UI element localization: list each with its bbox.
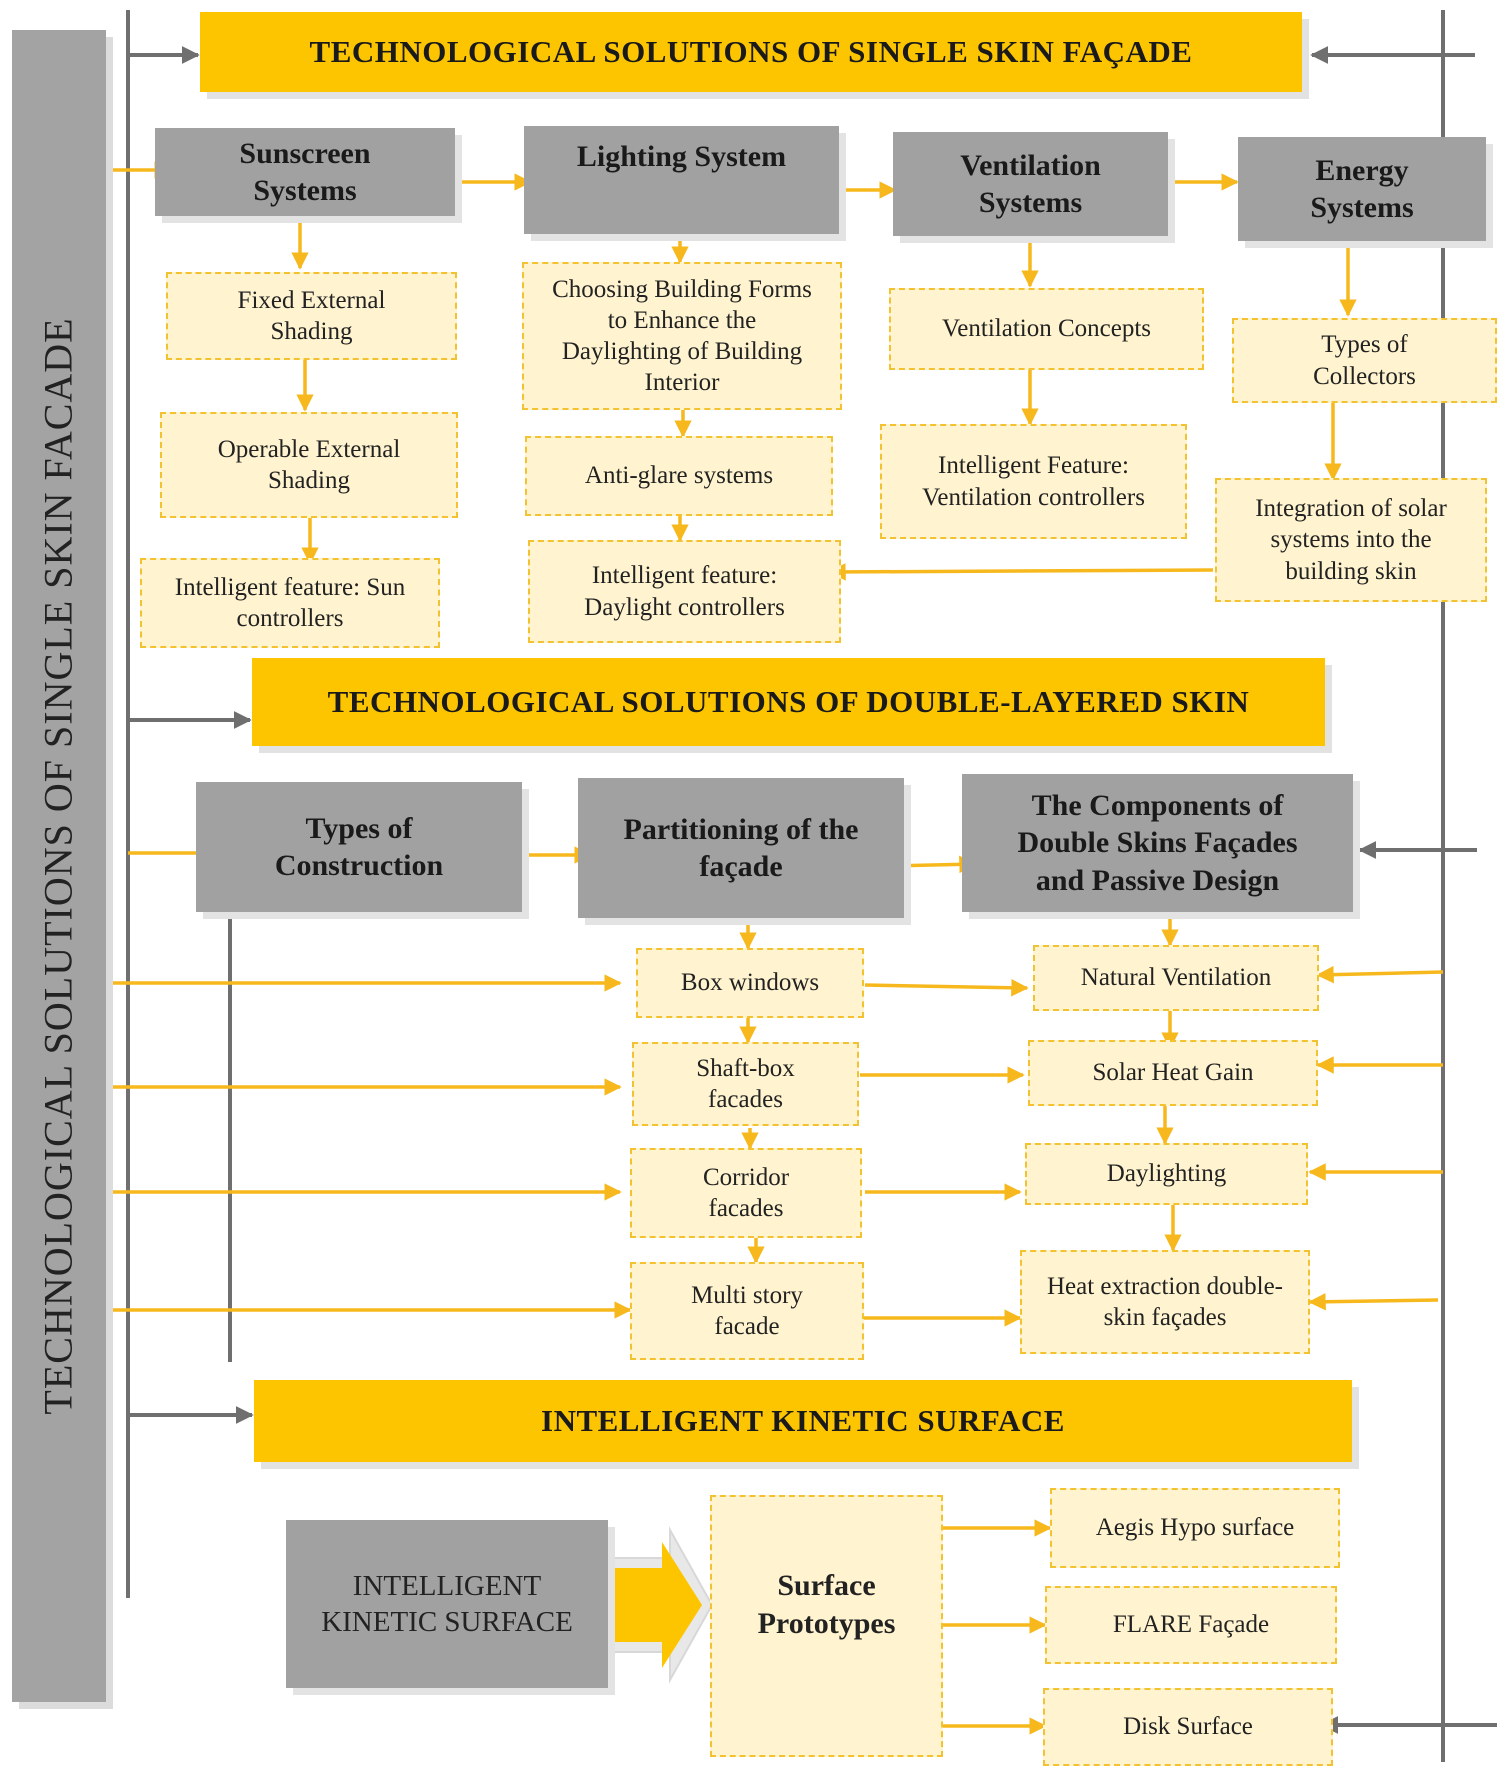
item-building-forms-daylighting: Choosing Building Forms to Enhance the D… xyxy=(522,262,842,410)
vertical-title-text: TECHNOLOGICAL SOLUTIONS OF SINGLE SKIN F… xyxy=(36,317,81,1415)
category-sunscreen-systems: Sunscreen Systems xyxy=(155,128,455,216)
item-aegis-hypo-surface: Aegis Hypo surface xyxy=(1050,1488,1340,1568)
item-multi-story-facade: Multi story facade xyxy=(630,1262,864,1360)
item-fixed-external-shading: Fixed External Shading xyxy=(166,272,457,360)
category-energy-systems: Energy Systems xyxy=(1238,137,1486,241)
item-operable-external-shading: Operable External Shading xyxy=(160,412,458,518)
item-types-of-collectors: Types of Collectors xyxy=(1232,318,1497,403)
kinetic-surface-source: INTELLIGENT KINETIC SURFACE xyxy=(286,1520,608,1688)
item-flare-facade: FLARE Façade xyxy=(1045,1586,1337,1664)
banner-double-skin: TECHNOLOGICAL SOLUTIONS OF DOUBLE-LAYERE… xyxy=(252,658,1325,746)
item-shaft-box-facades: Shaft-box facades xyxy=(632,1042,859,1126)
item-solar-integration: Integration of solar systems into the bu… xyxy=(1215,478,1487,602)
item-heat-extraction: Heat extraction double-skin façades xyxy=(1020,1250,1310,1354)
category-partitioning-facade: Partitioning of the façade xyxy=(578,778,904,918)
item-daylight-controllers: Intelligent feature: Daylight controller… xyxy=(528,540,841,643)
item-solar-heat-gain: Solar Heat Gain xyxy=(1028,1040,1318,1106)
item-box-windows: Box windows xyxy=(636,948,864,1018)
item-sun-controllers: Intelligent feature: Sun controllers xyxy=(140,558,440,648)
gray-arrows xyxy=(128,46,1497,1734)
category-double-skin-components: The Components of Double Skins Façades a… xyxy=(962,774,1353,912)
surface-prototypes: Surface Prototypes xyxy=(710,1495,943,1757)
item-disk-surface: Disk Surface xyxy=(1043,1688,1333,1766)
chevron-arrow-icon xyxy=(578,1526,714,1684)
item-daylighting: Daylighting xyxy=(1025,1143,1308,1205)
item-corridor-facades: Corridor facades xyxy=(630,1148,862,1238)
category-lighting-system: Lighting System xyxy=(524,126,839,234)
category-ventilation-systems: Ventilation Systems xyxy=(893,132,1168,236)
banner-kinetic-surface: INTELLIGENT KINETIC SURFACE xyxy=(254,1380,1352,1462)
item-anti-glare-systems: Anti-glare systems xyxy=(525,436,833,516)
banner-single-skin: TECHNOLOGICAL SOLUTIONS OF SINGLE SKIN F… xyxy=(200,12,1302,92)
item-natural-ventilation: Natural Ventilation xyxy=(1033,945,1319,1011)
item-ventilation-concepts: Ventilation Concepts xyxy=(889,288,1204,370)
item-ventilation-controllers: Intelligent Feature: Ventilation control… xyxy=(880,424,1187,539)
gray-spines xyxy=(126,10,1445,1762)
category-types-of-construction: Types of Construction xyxy=(196,782,522,912)
vertical-title: TECHNOLOGICAL SOLUTIONS OF SINGLE SKIN F… xyxy=(12,30,106,1702)
